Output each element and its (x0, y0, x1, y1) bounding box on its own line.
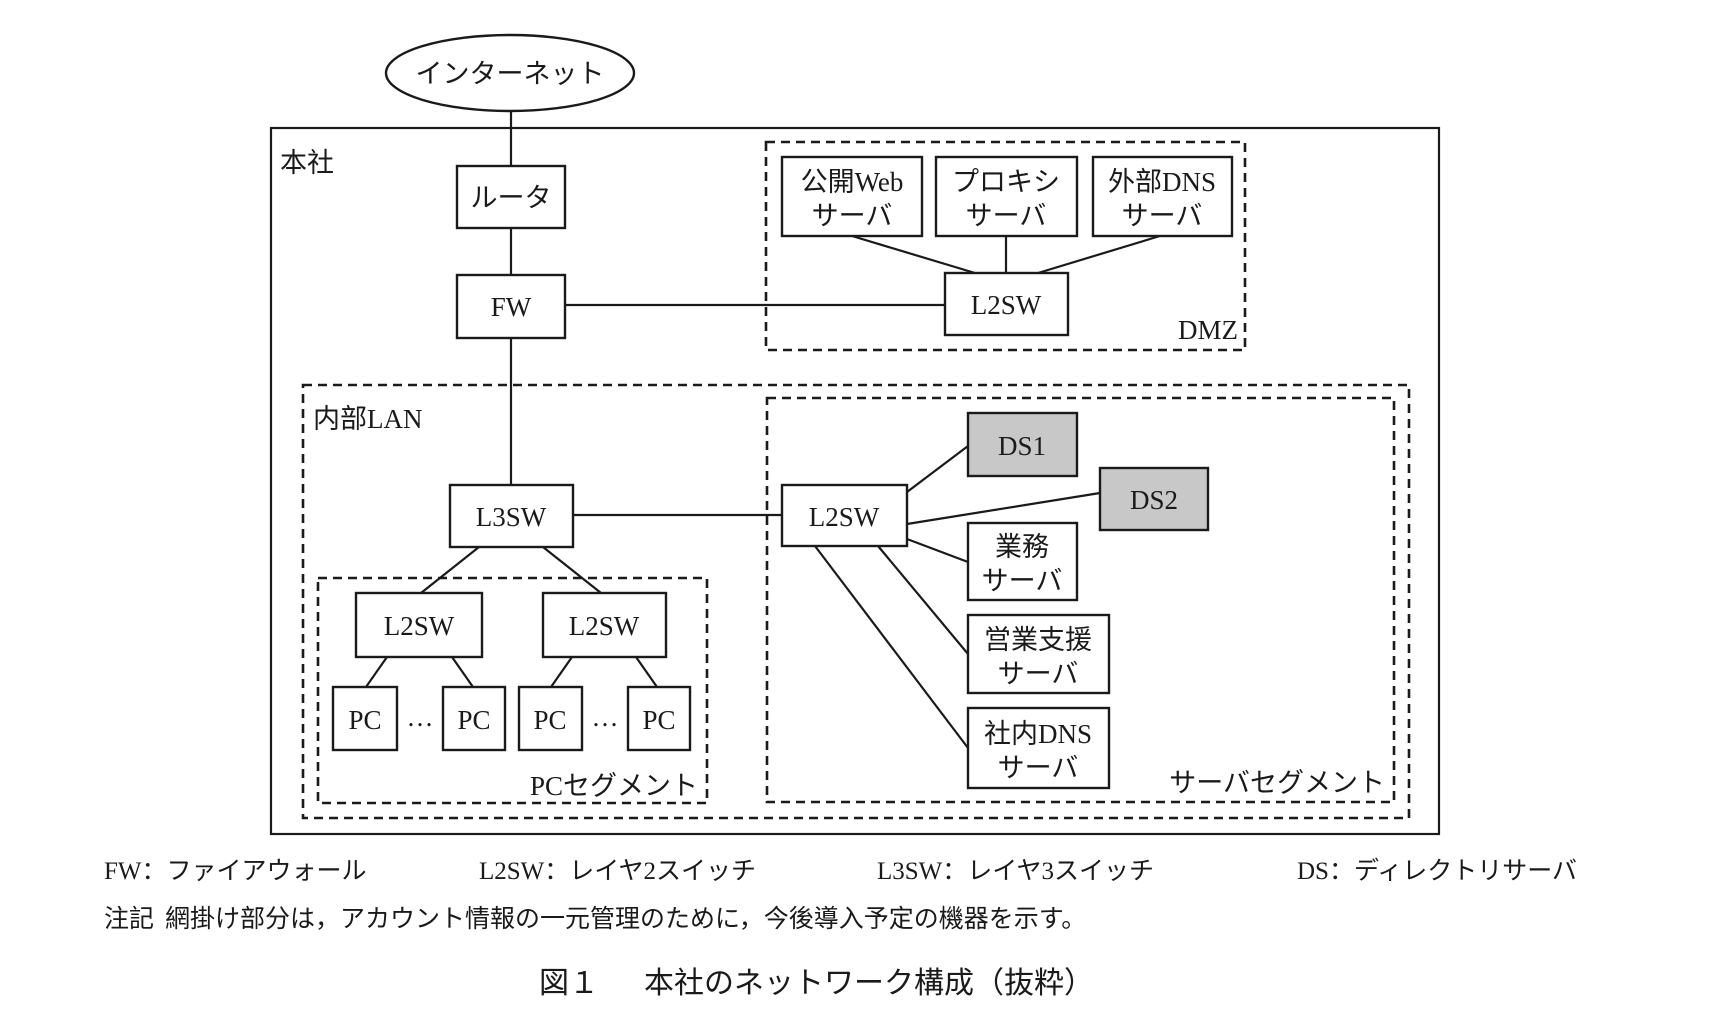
link-l2sw1-pc1 (365, 656, 388, 688)
link-l3sw-pc-l2sw-1 (420, 546, 480, 594)
sales-support-label-2: サーバ (998, 659, 1079, 689)
l3sw-label: L3SW (476, 502, 547, 532)
link-web-l2sw (851, 234, 976, 275)
external-dns-label-2: サーバ (1122, 201, 1203, 231)
zone-hq (269, 126, 1441, 836)
legend-ds: DS：ディレクトリサーバ (1297, 858, 1577, 885)
ds1-node: DS1 (966, 411, 1079, 478)
ds2-label: DS2 (1130, 485, 1178, 515)
zone-internal-lan (301, 383, 1411, 820)
link-l2sw-business (906, 537, 969, 564)
zone-server-segment-label: サーバセグメント (1169, 768, 1385, 798)
l3sw-node: L3SW (448, 483, 575, 549)
pc-label: PC (533, 705, 566, 735)
zone-server-segment (765, 396, 1396, 804)
note-label: 注記 (104, 906, 155, 933)
internet-label: インターネット (416, 59, 605, 89)
pc-ellipsis: … (592, 702, 619, 732)
internal-dns-server-node: 社内DNS サーバ (966, 706, 1111, 790)
pc-l2sw-2-node: L2SW (541, 591, 668, 659)
legend-l2sw: L2SW：レイヤ2スイッチ (479, 858, 757, 885)
fw-label: FW (491, 292, 532, 322)
router-label: ルータ (471, 183, 552, 213)
sales-support-label-1: 営業支援 (984, 625, 1092, 655)
pc-node: PC (441, 685, 507, 752)
public-web-label-2: サーバ (812, 201, 893, 231)
external-dns-server-node: 外部DNS サーバ (1091, 155, 1234, 238)
zone-hq-label: 本社 (280, 148, 334, 178)
pc-label: PC (642, 705, 675, 735)
pc-label: PC (348, 705, 381, 735)
business-label-2: サーバ (982, 566, 1063, 596)
internal-dns-label-2: サーバ (998, 753, 1079, 783)
dmz-l2sw-label: L2SW (971, 290, 1042, 320)
figure-title: 本社のネットワーク構成（抜粋） (644, 967, 1094, 1000)
zone-pc-segment-label: PCセグメント (530, 771, 698, 801)
link-l2sw-internal-dns (814, 545, 969, 749)
figure-number: 図１ (539, 967, 599, 1000)
internal-dns-label-1: 社内DNS (984, 719, 1092, 749)
server-l2sw-label: L2SW (809, 502, 880, 532)
server-l2sw-node: L2SW (780, 483, 909, 548)
pc-ellipsis: … (407, 702, 434, 732)
link-l2sw-ds2 (906, 491, 1101, 526)
external-dns-label-1: 外部DNS (1108, 167, 1216, 197)
zone-internal-lan-label: 内部LAN (313, 404, 423, 434)
ds2-node: DS2 (1098, 466, 1210, 532)
business-label-1: 業務 (995, 532, 1049, 562)
proxy-label-2: サーバ (966, 201, 1047, 231)
links (365, 112, 1161, 749)
public-web-label-1: 公開Web (801, 167, 904, 197)
link-extdns-l2sw (1037, 234, 1161, 275)
link-l2sw1-pc2 (451, 656, 474, 688)
ds1-label: DS1 (998, 431, 1046, 461)
zone-dmz-label: DMZ (1178, 315, 1238, 345)
pc-l2sw-1-label: L2SW (384, 611, 455, 641)
fw-node: FW (455, 273, 567, 340)
public-web-server-node: 公開Web サーバ (780, 155, 924, 238)
link-l2sw-ds1 (906, 445, 969, 493)
pc-label: PC (457, 705, 490, 735)
note-text: 網掛け部分は，アカウント情報の一元管理のために，今後導入予定の機器を示す。 (165, 906, 1087, 933)
legend-l3sw: L3SW：レイヤ3スイッチ (877, 858, 1155, 885)
legend-fw: FW：ファイアウォール (104, 858, 367, 885)
pc-node: PC (517, 685, 584, 752)
router-node: ルータ (455, 164, 567, 230)
dmz-l2sw-node: L2SW (943, 271, 1070, 337)
pc-node: PC (331, 685, 399, 752)
business-server-node: 業務 サーバ (966, 521, 1079, 602)
pc-l2sw-2-label: L2SW (569, 611, 640, 641)
proxy-server-node: プロキシ サーバ (934, 155, 1079, 238)
link-l2sw-sales-support (877, 545, 969, 655)
link-l2sw2-pc3 (550, 656, 573, 688)
zone-pc-segment (316, 576, 709, 805)
internet-node: インターネット (384, 33, 636, 113)
link-l3sw-pc-l2sw-2 (542, 546, 602, 594)
proxy-label-1: プロキシ (952, 167, 1060, 197)
pc-l2sw-1-node: L2SW (354, 591, 484, 659)
link-l2sw2-pc4 (635, 656, 658, 688)
sales-support-server-node: 営業支援 サーバ (966, 613, 1111, 695)
pc-node: PC (626, 685, 692, 752)
